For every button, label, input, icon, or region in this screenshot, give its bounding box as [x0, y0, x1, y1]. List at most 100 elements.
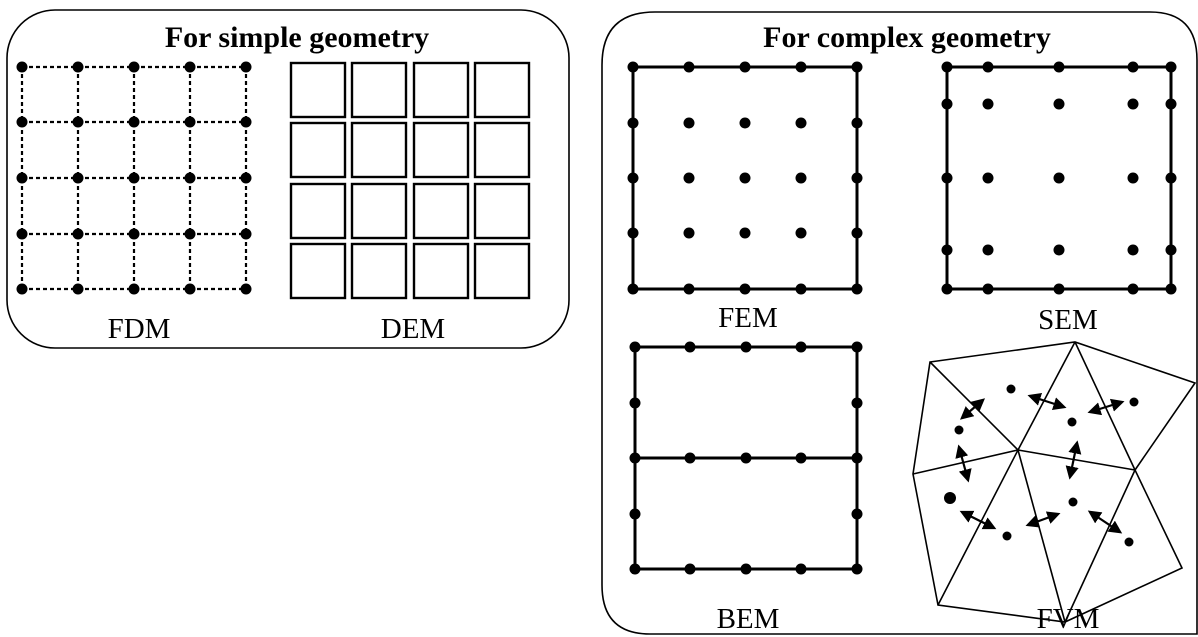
dem-grid — [289, 61, 531, 300]
fdm-node — [184, 116, 196, 128]
fem-node — [683, 283, 695, 295]
fvm-cell-edge — [1064, 469, 1136, 623]
sem-label: SEM — [1038, 304, 1098, 336]
fdm-node — [240, 61, 252, 73]
sem-mesh — [941, 61, 1177, 295]
dem-label: DEM — [381, 313, 445, 345]
dem-element — [350, 121, 408, 179]
dem-element — [412, 121, 470, 179]
fdm-grid — [16, 61, 252, 295]
fem-node — [683, 227, 695, 239]
fdm-node — [128, 172, 140, 184]
fvm-flux-arrow — [1025, 511, 1061, 528]
fvm-cell-edge — [937, 449, 1019, 606]
sem-node — [1127, 283, 1139, 295]
fem-node — [851, 117, 863, 129]
sem-node — [1165, 98, 1177, 110]
fvm-cell-center — [954, 425, 964, 435]
fvm-cell-edge — [1017, 449, 1136, 471]
fem-node — [627, 172, 639, 184]
fem-node — [739, 227, 751, 239]
sem-node — [982, 98, 994, 110]
fem-node — [851, 61, 863, 73]
fem-node — [851, 283, 863, 295]
fvm-flux-arrow — [1065, 440, 1082, 480]
fvm-cell-center — [1124, 537, 1134, 547]
sem-node — [982, 283, 994, 295]
fdm-node — [128, 116, 140, 128]
fdm-node — [184, 61, 196, 73]
sem-node — [982, 172, 994, 184]
dem-element — [350, 242, 408, 300]
bem-label: BEM — [717, 603, 780, 635]
bem-node — [629, 452, 641, 464]
fvm-flux-arrow — [959, 398, 986, 420]
fvm-mesh — [912, 341, 1197, 623]
fvm-cell-edge — [929, 361, 1019, 451]
fdm-node — [16, 61, 28, 73]
fem-node — [795, 172, 807, 184]
bem-node — [795, 563, 807, 575]
fvm-label: FVM — [1037, 603, 1100, 635]
fdm-node — [240, 116, 252, 128]
fdm-node — [72, 283, 84, 295]
simple-geometry-title: For simple geometry — [165, 21, 429, 54]
sem-node — [941, 283, 953, 295]
fdm-node — [128, 283, 140, 295]
sem-node — [1053, 283, 1065, 295]
bem-node — [629, 563, 641, 575]
dem-element — [289, 242, 347, 300]
fvm-flux-arrow — [1087, 398, 1125, 416]
bem-node — [740, 563, 752, 575]
fdm-node — [72, 61, 84, 73]
fvm-cell-edge — [1074, 341, 1136, 471]
sem-node — [941, 98, 953, 110]
dem-element — [473, 182, 531, 240]
sem-node — [1053, 61, 1065, 73]
fdm-node — [240, 172, 252, 184]
fdm-node — [184, 228, 196, 240]
fvm-flux-arrow — [955, 444, 972, 483]
fvm-cell-center — [1067, 417, 1077, 427]
dem-element — [289, 61, 347, 119]
fdm-node — [184, 172, 196, 184]
dem-element — [473, 121, 531, 179]
fdm-node — [240, 283, 252, 295]
sem-node — [1127, 98, 1139, 110]
bem-node — [629, 341, 641, 353]
fem-node — [795, 61, 807, 73]
fdm-node — [16, 116, 28, 128]
dem-element — [350, 61, 408, 119]
fem-node — [683, 61, 695, 73]
fdm-node — [16, 228, 28, 240]
bem-node — [684, 452, 696, 464]
fdm-node — [72, 228, 84, 240]
complex-geometry-title: For complex geometry — [763, 21, 1051, 54]
fvm-cell-center — [1006, 384, 1016, 394]
fvm-flux-arrow — [959, 510, 997, 530]
fem-node — [739, 283, 751, 295]
fem-node — [683, 172, 695, 184]
bem-node — [851, 397, 863, 409]
fem-mesh — [627, 61, 863, 295]
fdm-node — [72, 116, 84, 128]
bem-node — [851, 452, 863, 464]
bem-mesh — [629, 341, 863, 575]
bem-node — [851, 563, 863, 575]
fem-node — [627, 283, 639, 295]
fem-label: FEM — [718, 302, 778, 334]
fdm-node — [16, 283, 28, 295]
fdm-node — [128, 228, 140, 240]
fvm-flux-arrow — [1027, 392, 1067, 411]
fdm-node — [128, 61, 140, 73]
dem-element — [473, 61, 531, 119]
fvm-cell-center — [944, 492, 956, 504]
sem-node — [1165, 283, 1177, 295]
dem-element — [289, 121, 347, 179]
fdm-node — [16, 172, 28, 184]
bem-node — [629, 397, 641, 409]
fvm-cell-center — [1129, 397, 1139, 407]
sem-node — [1053, 172, 1065, 184]
sem-node — [1053, 244, 1065, 256]
fdm-label: FDM — [108, 313, 171, 345]
